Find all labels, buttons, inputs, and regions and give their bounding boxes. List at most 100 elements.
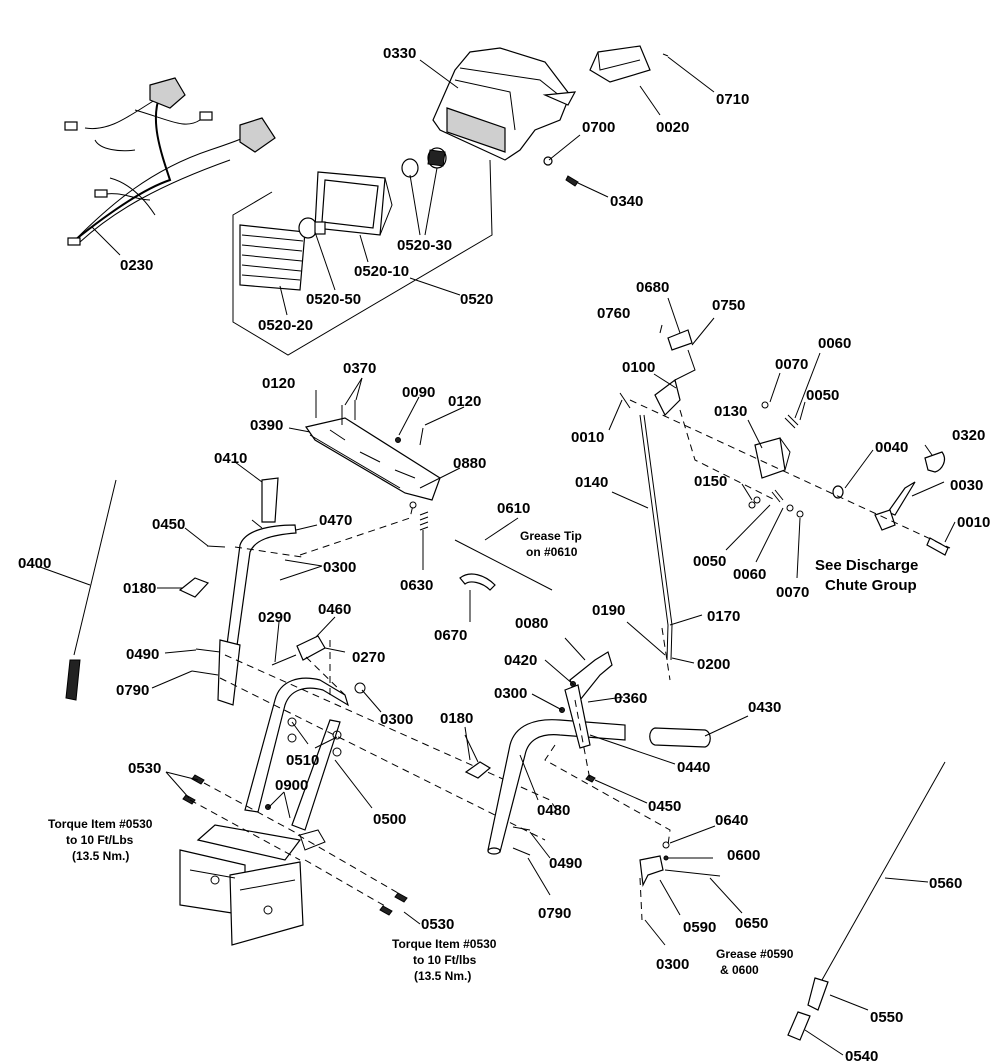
shift-rod xyxy=(454,539,553,591)
cable-0400 xyxy=(65,479,117,701)
callout-0420: 0420 xyxy=(504,652,537,669)
headlight-bracket xyxy=(589,45,669,83)
callout-0360: 0360 xyxy=(614,690,647,707)
spring-0630 xyxy=(409,501,429,531)
callout-0400: 0400 xyxy=(18,555,51,572)
callout-0750: 0750 xyxy=(712,297,745,314)
cable-0560 xyxy=(787,761,946,1041)
callout-0390: 0390 xyxy=(250,417,283,434)
torque-left-line2: to 10 Ft/Lbs xyxy=(66,833,134,847)
panel-screws xyxy=(315,397,424,446)
callout-0120-right: 0120 xyxy=(448,393,481,410)
callout-0060-bottom: 0060 xyxy=(733,566,766,583)
callout-0490-right: 0490 xyxy=(549,855,582,872)
right-bolts xyxy=(512,681,596,856)
callout-0370: 0370 xyxy=(343,360,376,377)
callout-0340: 0340 xyxy=(610,193,643,210)
callout-0020: 0020 xyxy=(656,119,689,136)
callout-0540: 0540 xyxy=(845,1048,878,1061)
callout-0140: 0140 xyxy=(575,474,608,491)
callout-0760: 0760 xyxy=(597,305,630,322)
callout-0500: 0500 xyxy=(373,811,406,828)
callout-0200: 0200 xyxy=(697,656,730,673)
headlight-group-box xyxy=(232,159,493,356)
assembly-lines-chute xyxy=(629,399,951,681)
callout-0450-right: 0450 xyxy=(648,798,681,815)
callout-0790-left: 0790 xyxy=(116,682,149,699)
chute-hardware xyxy=(619,392,844,518)
headlight-bulb xyxy=(298,217,326,239)
chute-crank-0030 xyxy=(874,481,916,531)
callout-0670: 0670 xyxy=(434,627,467,644)
headlight-screw xyxy=(543,156,579,187)
callout-0330: 0330 xyxy=(383,45,416,62)
callout-0550: 0550 xyxy=(870,1009,903,1026)
callout-0190: 0190 xyxy=(592,602,625,619)
torque-bottom-line1: Torque Item #0530 xyxy=(392,937,497,951)
callout-0460: 0460 xyxy=(318,601,351,618)
callout-0050-top: 0050 xyxy=(806,387,839,404)
bolts-0450-0490 xyxy=(191,545,297,676)
callout-0170: 0170 xyxy=(707,608,740,625)
bracket-0460 xyxy=(296,635,326,661)
callout-0440: 0440 xyxy=(677,759,710,776)
callout-0610: 0610 xyxy=(497,500,530,517)
torque-left-line3: (13.5 Nm.) xyxy=(72,849,129,863)
callout-0600: 0600 xyxy=(727,847,760,864)
callout-0590: 0590 xyxy=(683,919,716,936)
grease-tip-line2: on #0610 xyxy=(526,545,578,559)
headlight-housing xyxy=(432,47,577,161)
callout-0070-top: 0070 xyxy=(775,356,808,373)
callout-0300-b: 0300 xyxy=(494,685,527,702)
rod-clip-0670 xyxy=(459,573,496,591)
callout-0300-d: 0300 xyxy=(656,956,689,973)
callout-0640: 0640 xyxy=(715,812,748,829)
callout-0900: 0900 xyxy=(275,777,308,794)
callout-0470: 0470 xyxy=(319,512,352,529)
callout-0270: 0270 xyxy=(352,649,385,666)
callout-0230: 0230 xyxy=(120,257,153,274)
see-discharge-line2: Chute Group xyxy=(825,577,917,594)
torque-bottom-line3: (13.5 Nm.) xyxy=(414,969,471,983)
see-discharge-line1: See Discharge xyxy=(815,557,918,574)
callout-0700: 0700 xyxy=(582,119,615,136)
callout-0060-top: 0060 xyxy=(818,335,851,352)
assembly-lines-right xyxy=(544,699,671,921)
cable-clip-0180b xyxy=(464,734,492,779)
callout-0290: 0290 xyxy=(258,609,291,626)
grease-tip-line1: Grease Tip xyxy=(520,529,582,543)
callout-0530-bottom: 0530 xyxy=(421,916,454,933)
callout-0030: 0030 xyxy=(950,477,983,494)
callout-0180-left: 0180 xyxy=(123,580,156,597)
callout-labels: 0330 0710 0020 0700 0340 0230 0520-30 05… xyxy=(18,45,990,1061)
headlight-lens xyxy=(314,171,393,236)
callout-0560: 0560 xyxy=(929,875,962,892)
callout-0050-bottom: 0050 xyxy=(693,553,726,570)
left-handle-upper xyxy=(217,524,297,706)
knob-0320 xyxy=(924,451,946,473)
callout-0130: 0130 xyxy=(714,403,747,420)
leader-lines xyxy=(39,56,956,1056)
torque-left-line1: Torque Item #0530 xyxy=(48,817,153,831)
mount-bolts xyxy=(182,774,408,916)
callout-0100: 0100 xyxy=(622,359,655,376)
callout-0150: 0150 xyxy=(694,473,727,490)
callout-0520: 0520 xyxy=(460,291,493,308)
lamp-socket xyxy=(401,147,447,178)
callout-0710: 0710 xyxy=(716,91,749,108)
callout-0450-left: 0450 xyxy=(152,516,185,533)
grease-0590-line1: Grease #0590 xyxy=(716,947,794,961)
callout-0080: 0080 xyxy=(515,615,548,632)
callout-0180-right: 0180 xyxy=(440,710,473,727)
callout-0520-20: 0520-20 xyxy=(258,317,313,334)
chute-rod-0140 xyxy=(639,329,696,661)
grease-0590-line2: & 0600 xyxy=(720,963,759,977)
callout-0320: 0320 xyxy=(952,427,985,444)
wiring-harness xyxy=(64,77,276,246)
control-panel-bracket xyxy=(305,417,441,501)
callout-0530-top: 0530 xyxy=(128,760,161,777)
lever-bracket-0590 xyxy=(639,841,721,888)
callout-0070-bottom: 0070 xyxy=(776,584,809,601)
callout-0300-c: 0300 xyxy=(380,711,413,728)
